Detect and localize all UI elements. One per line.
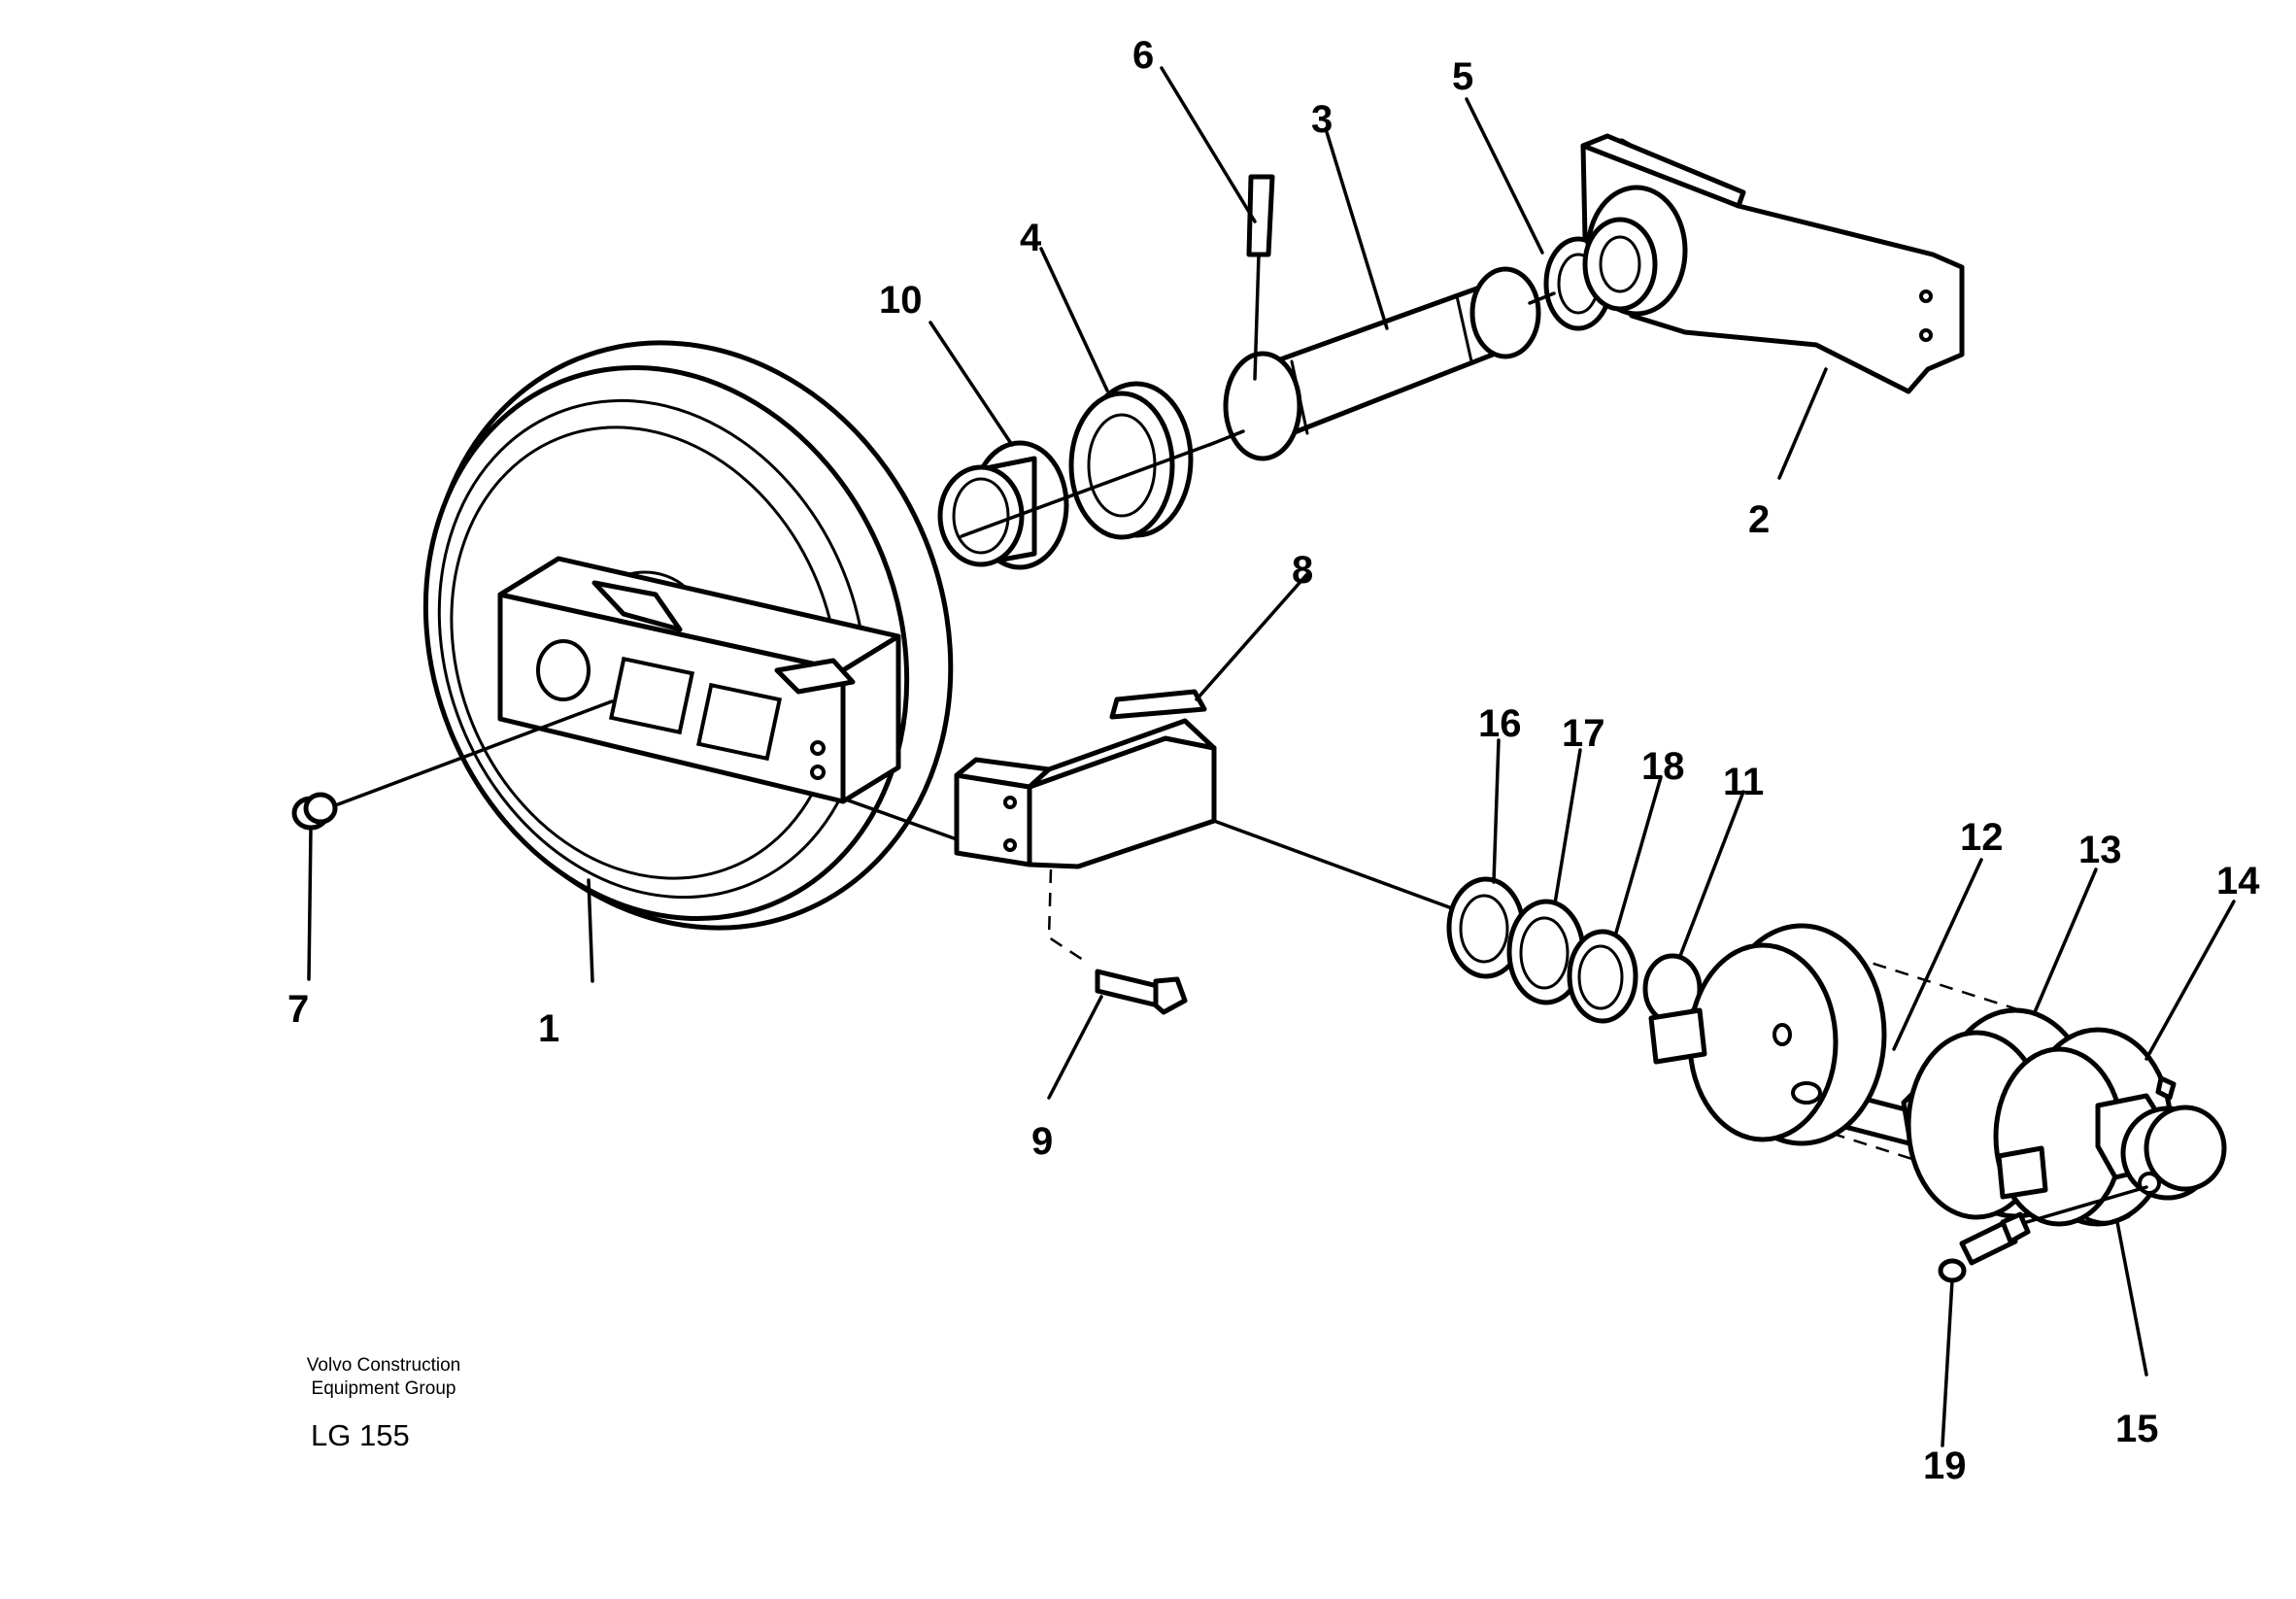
callout-8: 8 xyxy=(1292,549,1313,592)
callout-12: 12 xyxy=(1960,816,2004,859)
bolt-9 xyxy=(1095,969,1188,1015)
callout-leaders xyxy=(307,66,2236,1447)
callout-16: 16 xyxy=(1478,702,1522,745)
bracket-2 xyxy=(1580,133,1965,394)
ring-18 xyxy=(1567,929,1638,1024)
plug-7 xyxy=(291,699,614,831)
pin-6 xyxy=(1246,174,1275,381)
callout-9: 9 xyxy=(1031,1120,1053,1163)
callout-2: 2 xyxy=(1748,498,1770,541)
callout-labels: 6 3 5 4 10 2 8 1 7 9 16 17 18 11 12 13 1… xyxy=(287,34,2260,1487)
callout-14: 14 xyxy=(2216,860,2260,902)
drawing-code: LG 155 xyxy=(311,1418,410,1452)
shaft-3 xyxy=(1207,266,1541,461)
grease-nipple-19 xyxy=(1938,1185,2148,1283)
seal-ring-4 xyxy=(1068,381,1194,540)
callout-7: 7 xyxy=(287,988,309,1031)
company-name-line-2: Equipment Group xyxy=(311,1378,456,1399)
company-name-line-1: Volvo Construction xyxy=(306,1355,461,1376)
bushing-10 xyxy=(937,440,1069,570)
seal-15 xyxy=(2084,1214,2131,1225)
callout-17: 17 xyxy=(1562,712,1605,755)
idler-yoke-bracket xyxy=(497,556,901,804)
callout-4: 4 xyxy=(1020,217,1042,259)
callout-5: 5 xyxy=(1452,55,1473,98)
callout-18: 18 xyxy=(1641,745,1685,788)
callout-3: 3 xyxy=(1311,98,1333,141)
tension-block-8 xyxy=(841,689,1454,964)
callout-11: 11 xyxy=(1723,761,1764,803)
callout-1: 1 xyxy=(538,1007,559,1050)
end-cap-14 xyxy=(1993,1027,2227,1227)
callout-6: 6 xyxy=(1132,34,1154,77)
callout-15: 15 xyxy=(2115,1408,2159,1450)
callout-19: 19 xyxy=(1923,1445,1967,1487)
callout-13: 13 xyxy=(2078,829,2122,871)
callout-10: 10 xyxy=(879,279,923,322)
